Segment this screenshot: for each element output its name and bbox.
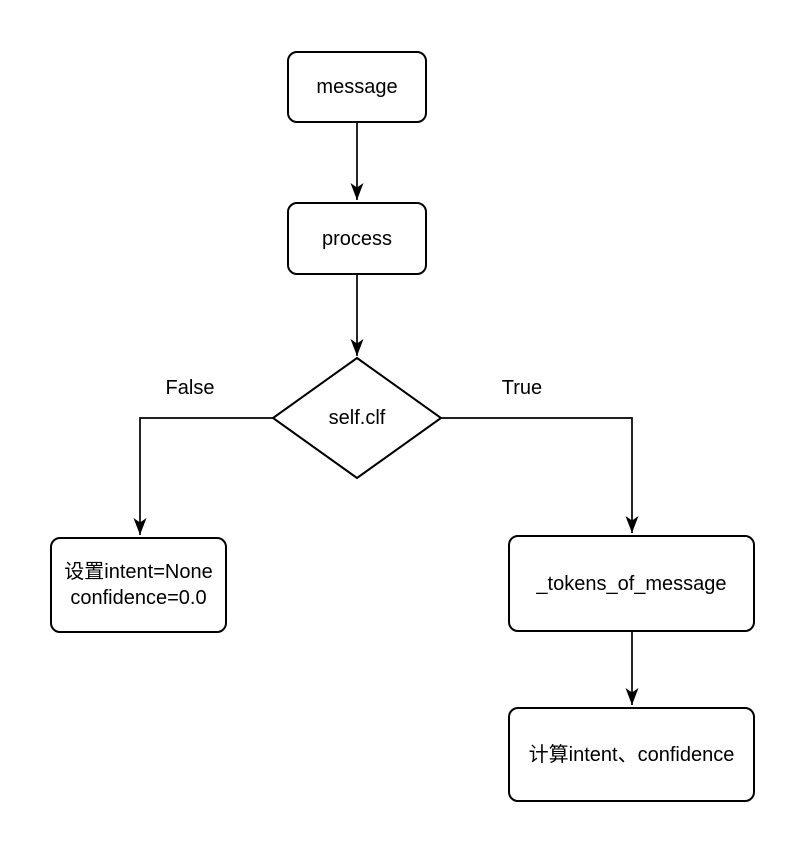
node-message: message — [287, 51, 427, 123]
node-decision-label: self.clf — [328, 407, 386, 429]
node-tokens-of-message: _tokens_of_message — [508, 535, 755, 632]
node-compute-intent-confidence: 计算intent、confidence — [508, 707, 755, 802]
node-process: process — [287, 202, 427, 275]
edge-label-true: True — [501, 377, 543, 399]
node-set-intent: 设置intent=None confidence=0.0 — [50, 537, 227, 633]
decision-diamond-shape — [271, 356, 443, 480]
edge-decision-false-to-set-intent — [133, 417, 273, 535]
node-set-intent-label-line1: 设置intent=None — [64, 561, 213, 583]
node-process-label: process — [321, 227, 393, 250]
node-tokens-of-message-label: _tokens_of_message — [536, 572, 727, 595]
node-set-intent-label-line2: confidence=0.0 — [70, 587, 207, 609]
edge-decision-true-to-tokens — [441, 417, 639, 533]
node-compute-intent-confidence-label: 计算intent、confidence — [528, 743, 735, 766]
node-message-label: message — [316, 76, 398, 98]
edge-label-false: False — [165, 377, 215, 399]
